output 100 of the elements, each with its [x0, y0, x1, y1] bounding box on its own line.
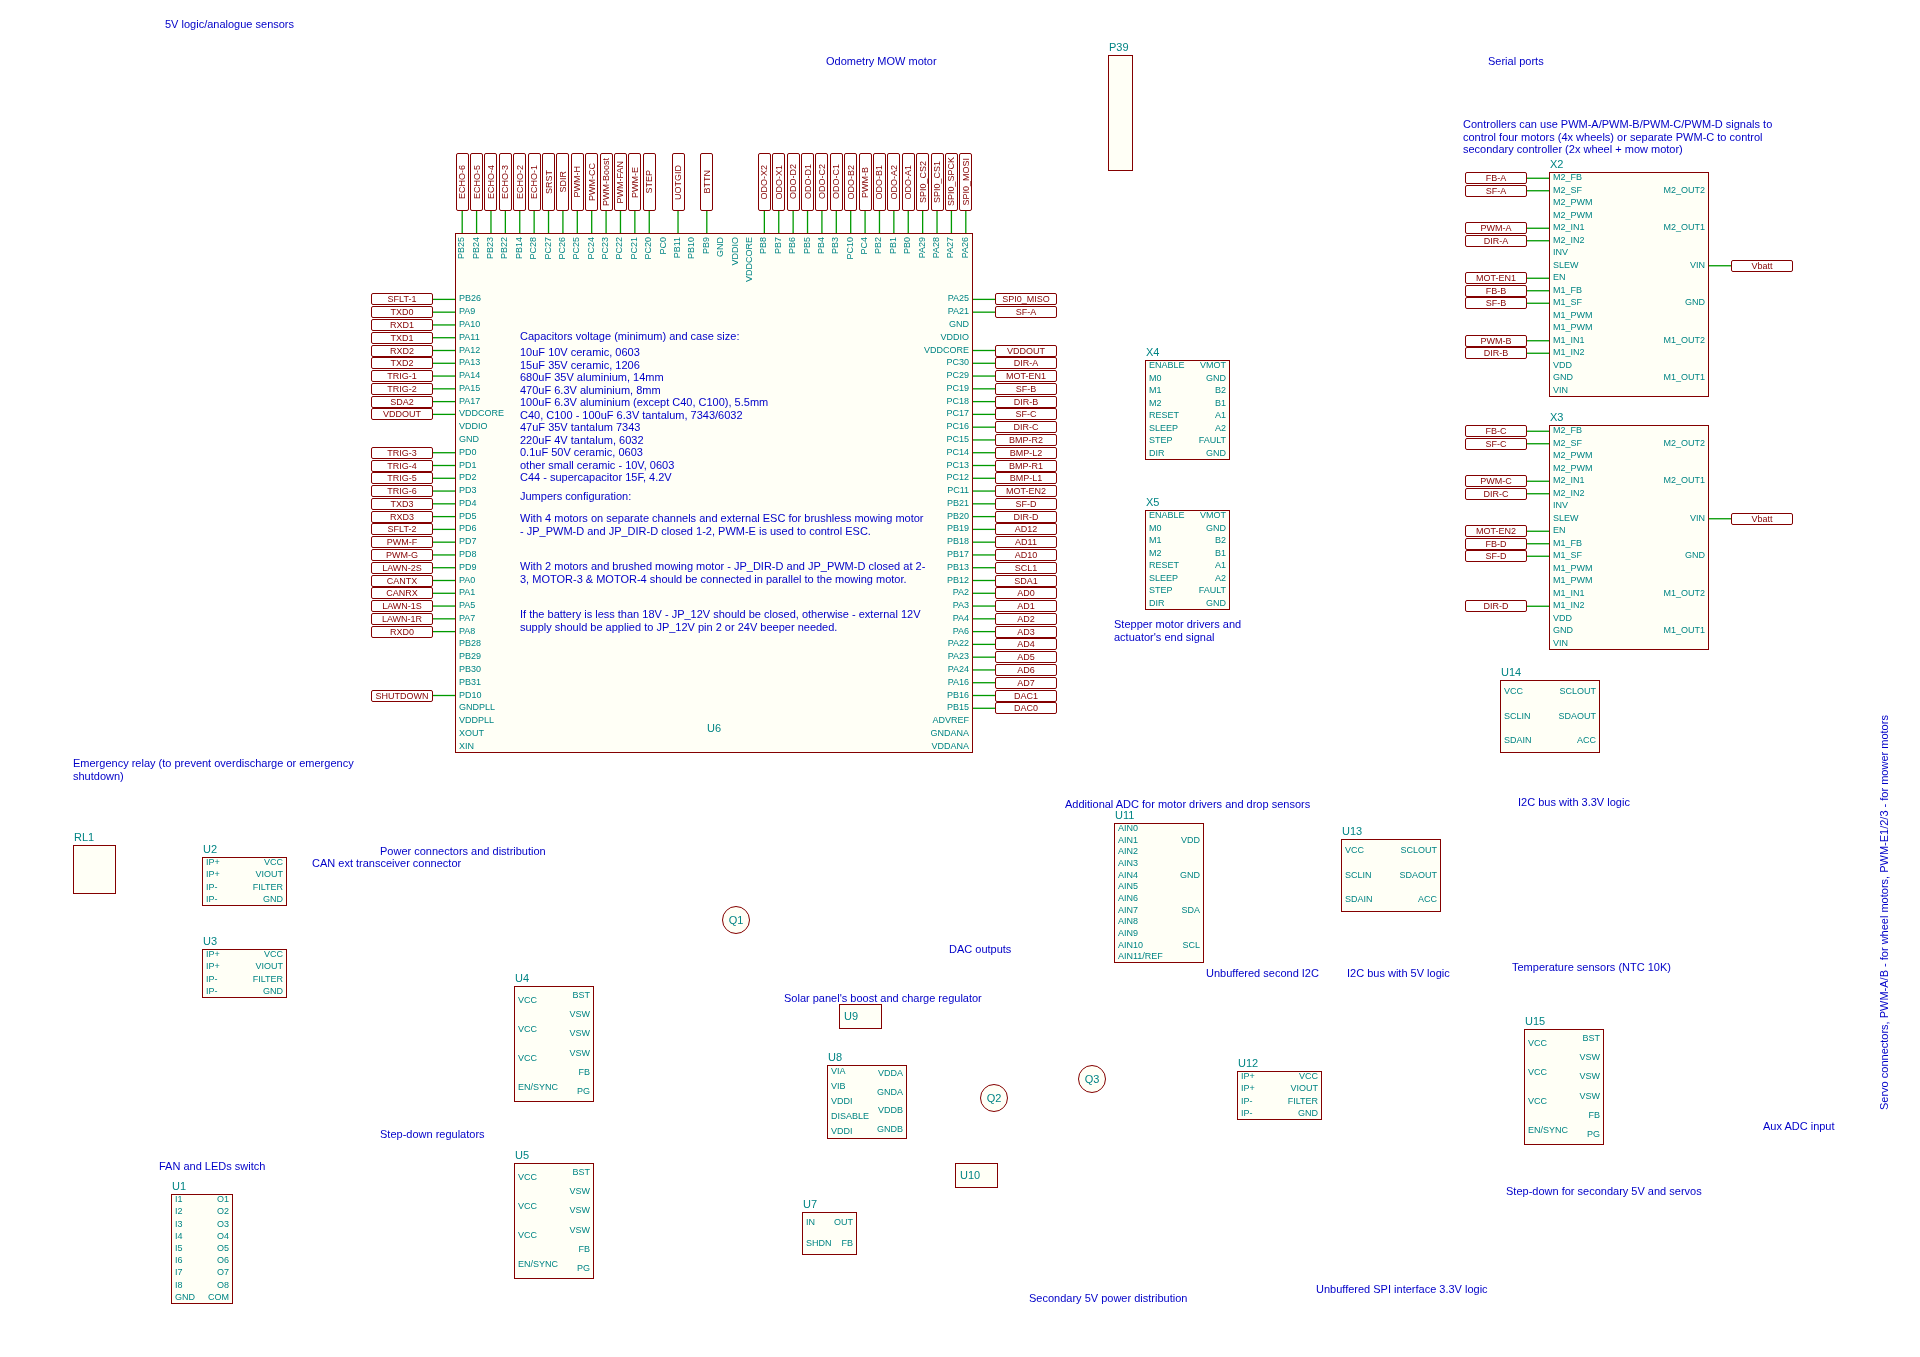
ic-symbol [455, 233, 973, 753]
pin-name: M1_IN2 [1553, 601, 1585, 611]
pin-name: M1_OUT1 [1663, 626, 1705, 636]
pin-name: BST [572, 990, 590, 1000]
pin-name: VCC [1528, 1096, 1547, 1106]
pin-name: FB [578, 1245, 590, 1254]
component-symbol [955, 1163, 998, 1188]
note-text: 10uF 10V ceramic, 0603 [520, 346, 640, 359]
pin-name: PC22 [615, 237, 625, 260]
wire [432, 337, 456, 339]
wire [972, 349, 996, 352]
net-label: DIR-D [995, 510, 1057, 523]
note-text: 470uF 6.3V aluminium, 8mm [520, 383, 661, 397]
component-designator: Q2 [986, 1092, 1002, 1104]
pin-name: VDDIO [730, 237, 740, 266]
pin-name: VCC [1504, 687, 1523, 697]
wire [432, 515, 456, 518]
pin-name: PB24 [471, 237, 481, 260]
wire [432, 592, 456, 594]
net-label: BMP-L1 [995, 472, 1057, 485]
net-label: DAC0 [995, 702, 1057, 715]
pin-name: PA17 [459, 396, 481, 406]
wire [972, 298, 996, 301]
pin-name: PB18 [946, 537, 969, 547]
pin-name: PB11 [673, 237, 682, 259]
pin-name: PB25 [457, 237, 467, 260]
pin-name: STEP [1149, 586, 1173, 596]
transistor-symbol [722, 906, 750, 934]
pin-name: VSW [1579, 1053, 1600, 1062]
pin-name: M1_PWM [1553, 323, 1593, 333]
pin-name: EN/SYNC [518, 1259, 558, 1269]
pin-name: M2 [1149, 548, 1162, 558]
pin-name: O5 [217, 1244, 229, 1253]
pin-name: M1_IN2 [1553, 348, 1585, 358]
net-label: DIR-B [995, 395, 1057, 408]
wire [547, 210, 550, 234]
pin-name: PA25 [947, 294, 969, 304]
net-label: MOT-EN1 [995, 370, 1057, 383]
wire [432, 388, 456, 390]
section-title: Temperature sensors (NTC 10K) [1512, 961, 1671, 974]
pin-name: VIN [1690, 513, 1705, 523]
section-title: Aux ADC input [1763, 1120, 1835, 1133]
pin-name: PB8 [759, 237, 769, 254]
net-label: AD1 [995, 600, 1057, 613]
wire [972, 592, 996, 594]
pin-name: IP- [206, 882, 218, 892]
net-label: DAC1 [995, 689, 1057, 702]
net-label: RXD3 [371, 510, 433, 523]
pin-name: PB1 [888, 237, 898, 254]
wire [950, 210, 953, 234]
pin-name: FILTER [1287, 1096, 1318, 1106]
net-label: PWM-B [1465, 334, 1527, 347]
net-label: PWM-C [1465, 475, 1527, 488]
wire [936, 210, 938, 234]
component-designator: P39 [1109, 41, 1129, 53]
pin-name: SHDN [806, 1239, 832, 1249]
pin-name: AIN1 [1118, 835, 1138, 845]
pin-name: M1_OUT1 [1663, 373, 1705, 383]
pin-name: GND [1298, 1108, 1318, 1118]
net-label: SPI0_SPCK [944, 153, 958, 211]
pin-name: M2_OUT2 [1663, 438, 1705, 448]
pin-name: PA4 [952, 613, 969, 623]
net-label: TXD3 [371, 497, 433, 510]
pin-name: M1_PWM [1553, 310, 1593, 320]
wire [821, 210, 823, 234]
wire [504, 210, 506, 234]
pin-name: EN/SYNC [1528, 1125, 1568, 1135]
net-label: ODO-B2 [844, 153, 858, 211]
note-text: If the battery is less than 18V - JP_12V should be closed, otherwise - external 12V supply should be applied to JP_12V pin 2 or 24V beeper needed. [520, 608, 922, 634]
net-label: ODO-A1 [901, 153, 915, 211]
pin-name: VMOT [1200, 361, 1226, 371]
pin-name: VSW [569, 1225, 590, 1235]
pin-name: IP+ [1241, 1084, 1255, 1094]
pin-name: PC10 [845, 237, 855, 260]
pin-name: M2_FB [1553, 426, 1582, 436]
section-title: Unbuffered second I2C [1206, 967, 1319, 980]
pin-name: M0 [1149, 523, 1162, 533]
note-text: With 2 motors and brushed mowing motor - JP_DIR-D and JP_PWM-D closed at 2-3, MOTOR-3 & MOTOR-4 should be connected in parallel to the mowing motor. [520, 560, 927, 586]
pin-name: PC21 [629, 237, 639, 260]
pin-name: VCC [518, 1053, 537, 1063]
pin-name: FILTER [252, 882, 283, 892]
wire [972, 477, 996, 479]
pin-name: PA11 [459, 332, 480, 342]
wire [432, 694, 456, 697]
pin-name: M2_SF [1553, 438, 1582, 448]
pin-name: O7 [217, 1268, 229, 1278]
component-designator: U13 [1342, 825, 1363, 837]
pin-name: GNDA [877, 1087, 903, 1097]
net-label: SF-A [995, 306, 1057, 319]
pin-name: PD9 [459, 562, 477, 572]
net-label: BMP-R2 [995, 433, 1057, 446]
pin-name: M1 [1149, 536, 1162, 546]
wire [1526, 240, 1550, 242]
wire [619, 210, 622, 234]
pin-name: BST [572, 1167, 590, 1177]
wire [763, 210, 765, 234]
pin-name: M2_PWM [1553, 198, 1593, 208]
wire [432, 554, 456, 556]
component-designator: X5 [1146, 496, 1160, 508]
net-label: DIR-B [1465, 347, 1527, 360]
